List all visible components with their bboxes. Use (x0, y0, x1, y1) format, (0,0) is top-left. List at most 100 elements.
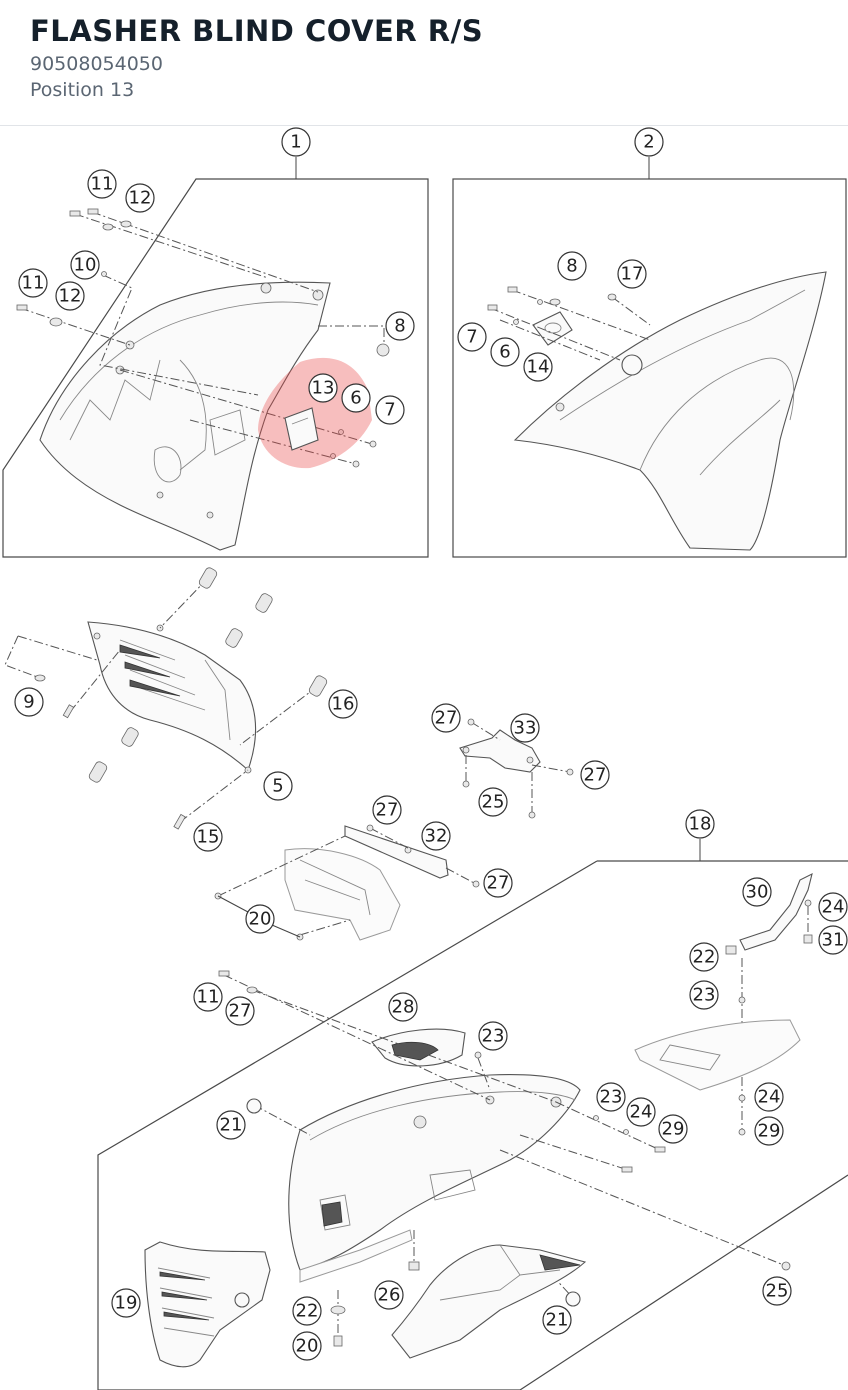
callout-7[interactable]: 7 (457, 322, 487, 352)
callout-19[interactable]: 19 (111, 1288, 141, 1318)
callout-13-highlighted[interactable]: 13 (308, 373, 338, 403)
svg-text:25: 25 (766, 1281, 789, 1302)
side-panel-part (513, 271, 827, 551)
callout-28[interactable]: 28 (388, 992, 418, 1022)
rear-cowl-part (288, 1074, 581, 1283)
svg-text:29: 29 (758, 1121, 781, 1142)
callout-29[interactable]: 29 (754, 1116, 784, 1146)
callout-25[interactable]: 25 (762, 1276, 792, 1306)
svg-text:12: 12 (59, 286, 82, 307)
screws-group-1 (16, 208, 390, 468)
svg-text:22: 22 (693, 947, 716, 968)
callout-33[interactable]: 33 (510, 713, 540, 743)
callout-6[interactable]: 6 (490, 337, 520, 367)
svg-text:18: 18 (689, 814, 712, 835)
svg-text:19: 19 (115, 1293, 138, 1314)
svg-text:21: 21 (546, 1310, 569, 1331)
svg-text:23: 23 (482, 1026, 505, 1047)
callout-11[interactable]: 11 (193, 982, 223, 1012)
svg-text:24: 24 (630, 1102, 653, 1123)
callout-14[interactable]: 14 (523, 352, 553, 382)
callout-23[interactable]: 23 (478, 1021, 508, 1051)
callout-20[interactable]: 20 (245, 904, 275, 934)
callout-29[interactable]: 29 (658, 1114, 688, 1144)
callout-30[interactable]: 30 (742, 877, 772, 907)
rear-cowl-dashlines (223, 974, 787, 1345)
callout-32[interactable]: 32 (421, 821, 451, 851)
callout-6[interactable]: 6 (341, 383, 371, 413)
callout-11[interactable]: 11 (18, 268, 48, 298)
callout-26[interactable]: 26 (374, 1280, 404, 1310)
group-frame-18 (97, 860, 848, 1390)
svg-text:28: 28 (392, 997, 415, 1018)
callout-9[interactable]: 9 (14, 687, 44, 717)
svg-text:5: 5 (272, 776, 283, 797)
bracket-part-33 (459, 718, 574, 819)
svg-text:25: 25 (482, 792, 505, 813)
callout-2[interactable]: 2 (634, 127, 664, 157)
callout-27[interactable]: 27 (580, 760, 610, 790)
svg-text:14: 14 (527, 357, 550, 378)
rear-panel-part-32 (214, 824, 480, 941)
callout-15[interactable]: 15 (193, 822, 223, 852)
callout-5[interactable]: 5 (263, 771, 293, 801)
svg-text:32: 32 (425, 826, 448, 847)
callout-8[interactable]: 8 (557, 251, 587, 281)
svg-text:16: 16 (332, 694, 355, 715)
callout-20[interactable]: 20 (292, 1331, 322, 1361)
callout-10[interactable]: 10 (70, 250, 100, 280)
svg-text:22: 22 (296, 1301, 319, 1322)
svg-text:11: 11 (91, 174, 114, 195)
callout-1[interactable]: 1 (281, 127, 311, 157)
callout-24[interactable]: 24 (818, 892, 848, 922)
callout-31[interactable]: 31 (818, 925, 848, 955)
callout-23[interactable]: 23 (596, 1082, 626, 1112)
svg-text:8: 8 (394, 316, 405, 337)
screws-group-18 (218, 970, 791, 1347)
svg-text:27: 27 (229, 1001, 252, 1022)
svg-text:29: 29 (662, 1119, 685, 1140)
svg-text:20: 20 (296, 1336, 319, 1357)
callout-27[interactable]: 27 (431, 703, 461, 733)
callout-23[interactable]: 23 (689, 980, 719, 1010)
callout-25[interactable]: 25 (478, 787, 508, 817)
callout-16[interactable]: 16 (328, 689, 358, 719)
callout-11[interactable]: 11 (87, 169, 117, 199)
svg-text:10: 10 (74, 255, 97, 276)
callout-27[interactable]: 27 (372, 795, 402, 825)
callout-8[interactable]: 8 (385, 311, 415, 341)
louvre-panel-part (87, 621, 257, 774)
callout-18[interactable]: 18 (685, 809, 715, 839)
callout-7[interactable]: 7 (375, 395, 405, 425)
group-frame-1 (2, 178, 429, 558)
svg-text:2: 2 (643, 132, 654, 153)
callout-27[interactable]: 27 (225, 996, 255, 1026)
svg-text:11: 11 (22, 273, 45, 294)
callout-22[interactable]: 22 (689, 942, 719, 972)
side-panel-dashlines (487, 286, 651, 361)
svg-text:15: 15 (197, 827, 220, 848)
svg-text:17: 17 (621, 264, 644, 285)
svg-text:21: 21 (220, 1115, 243, 1136)
grille-part-19 (144, 1241, 271, 1368)
callout-27[interactable]: 27 (483, 868, 513, 898)
callout-12[interactable]: 12 (125, 183, 155, 213)
svg-text:7: 7 (466, 327, 477, 348)
callout-12[interactable]: 12 (55, 281, 85, 311)
svg-text:6: 6 (499, 342, 510, 363)
louvre-panel-dashlines (4, 577, 319, 823)
callout-22[interactable]: 22 (292, 1296, 322, 1326)
callout-21[interactable]: 21 (542, 1305, 572, 1335)
callout-17[interactable]: 17 (617, 259, 647, 289)
callout-24[interactable]: 24 (754, 1082, 784, 1112)
svg-text:13: 13 (312, 378, 335, 399)
callout-21[interactable]: 21 (216, 1110, 246, 1140)
svg-text:31: 31 (822, 930, 845, 951)
callout-24[interactable]: 24 (626, 1097, 656, 1127)
svg-text:24: 24 (758, 1087, 781, 1108)
svg-text:27: 27 (435, 708, 458, 729)
svg-text:6: 6 (350, 388, 361, 409)
svg-text:9: 9 (23, 692, 34, 713)
under-panel-part (391, 1244, 587, 1359)
